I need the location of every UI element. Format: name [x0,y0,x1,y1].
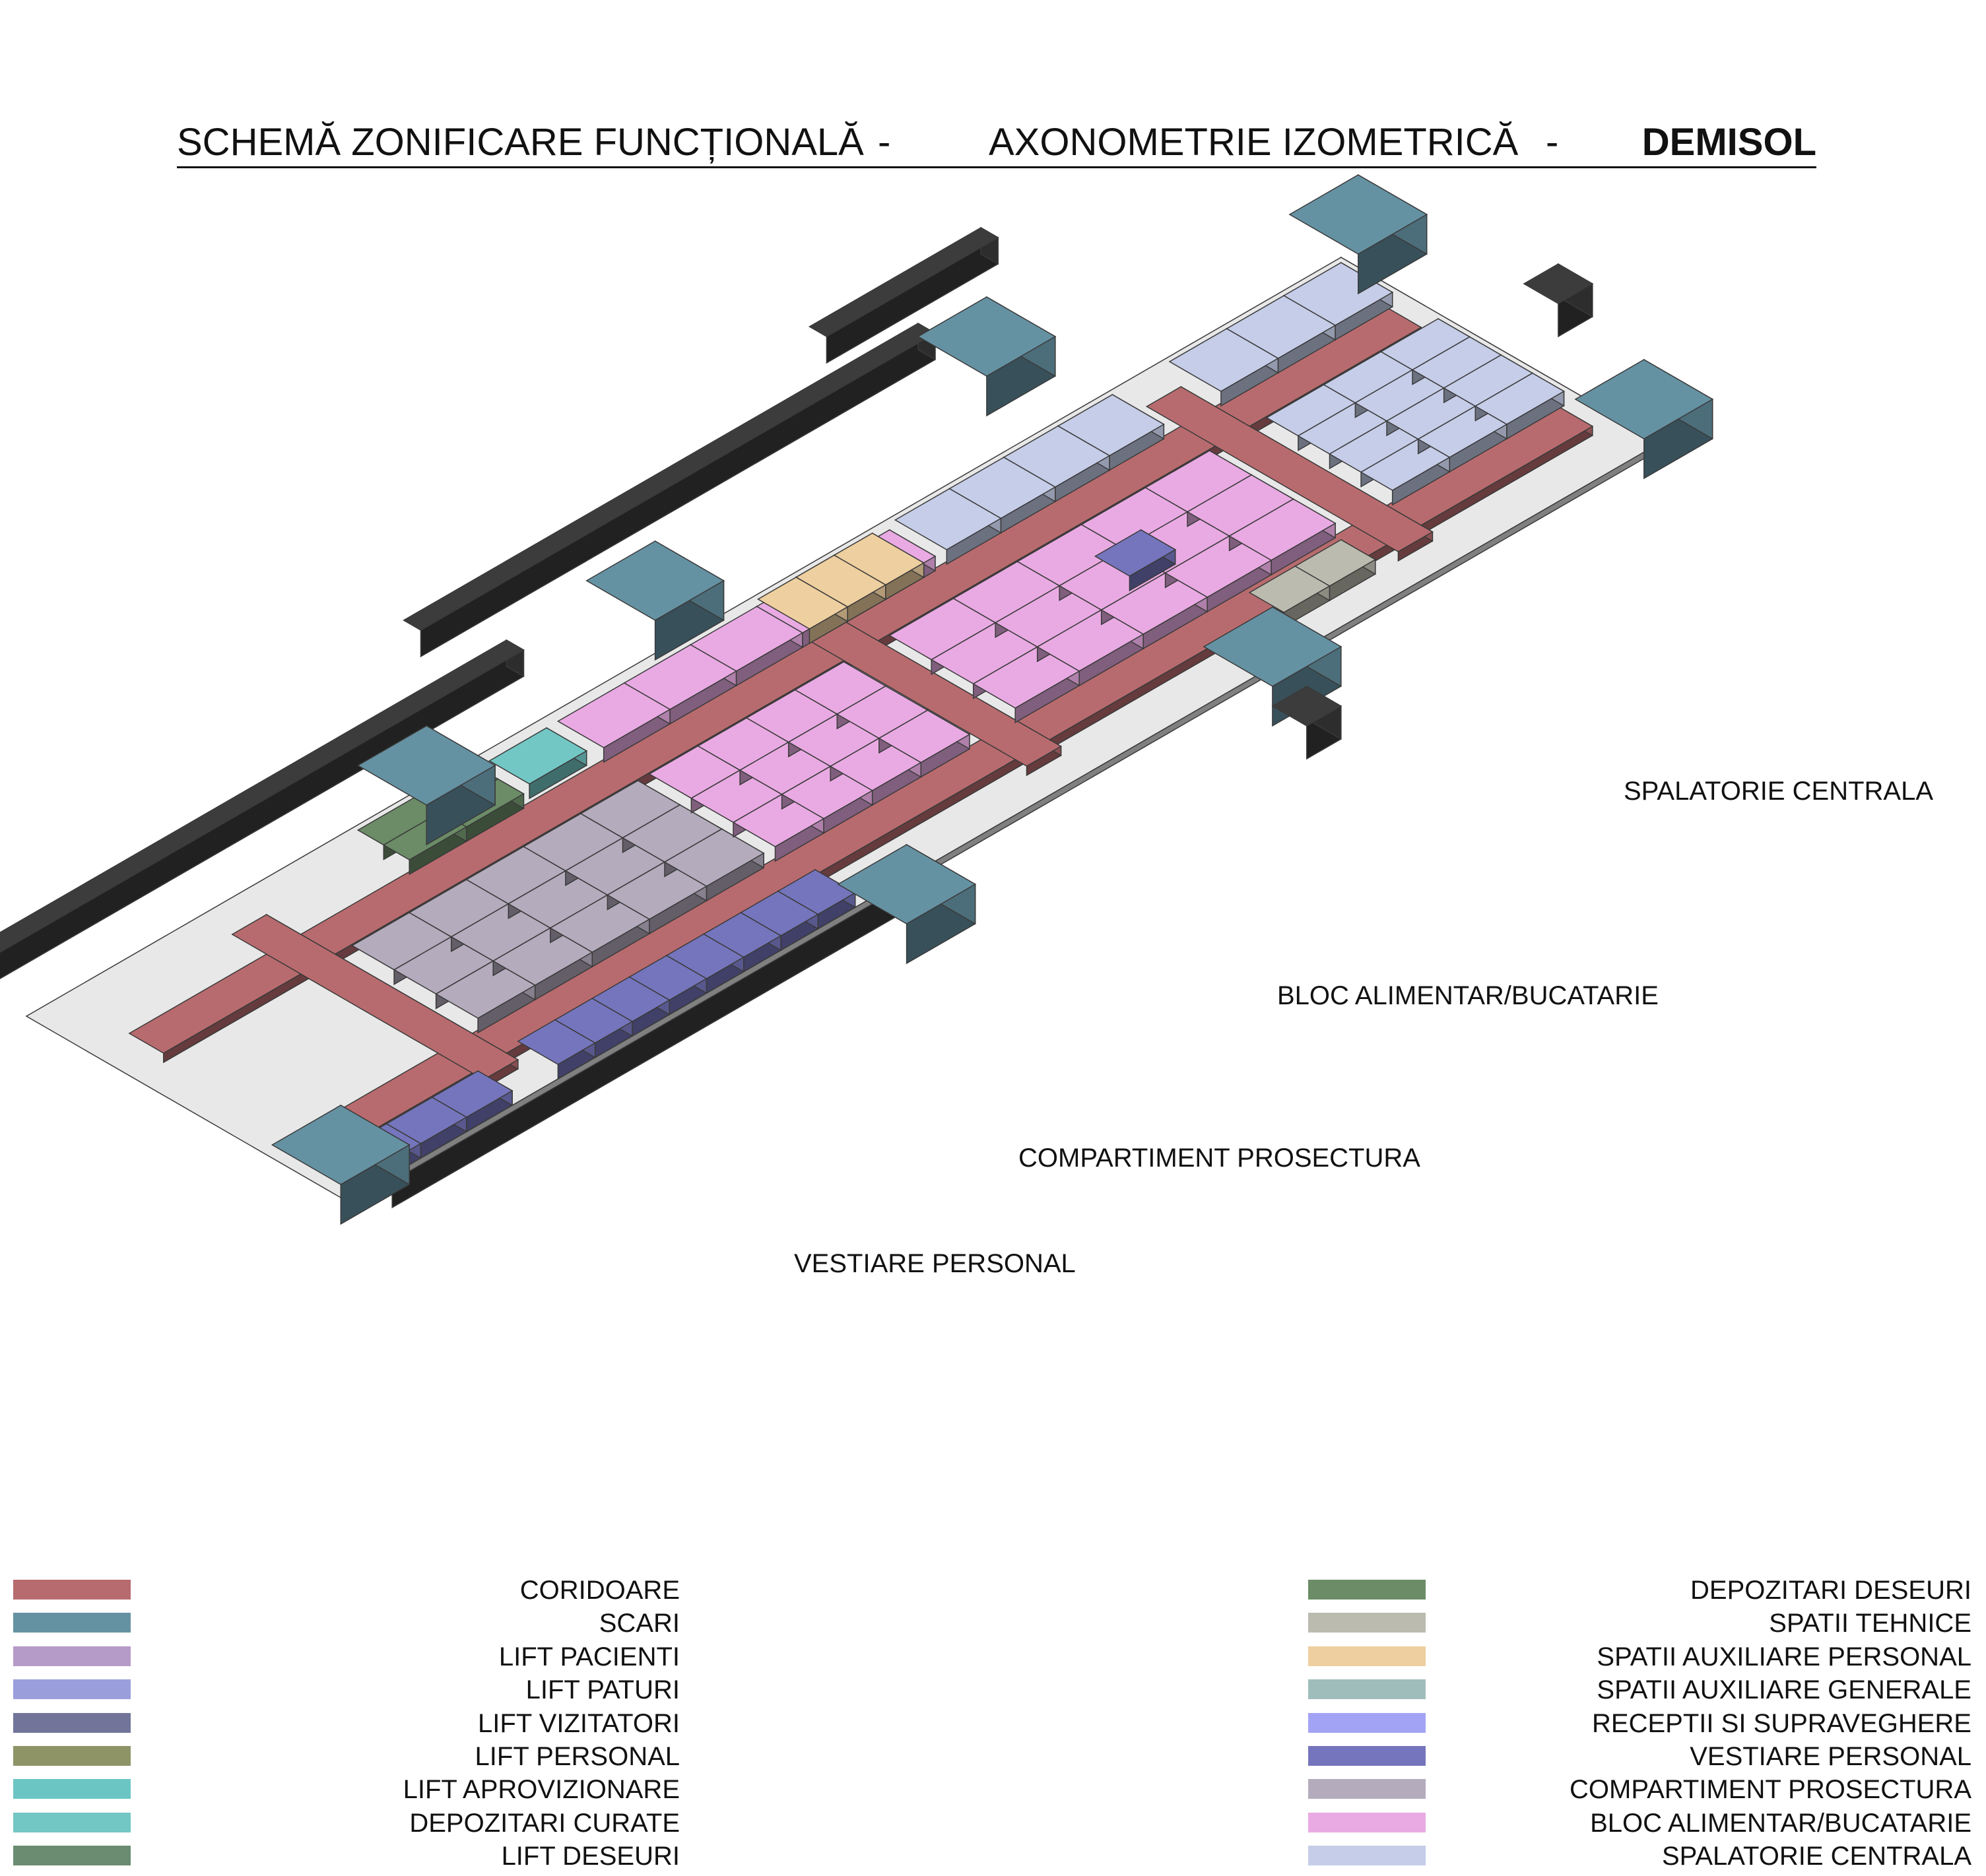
legend-label: SPALATORIE CENTRALA [1661,1842,1971,1871]
zone-label-bloc-alimentar: BLOC ALIMENTAR/BUCATARIE [1277,981,1659,1010]
zone-depozitari-curate [488,727,588,785]
legend-item: LIFT PACIENTI [13,1641,680,1674]
legend-label: LIFT PATURI [525,1675,680,1705]
zone-vestiare-cell [431,1070,513,1118]
stair-core [271,1105,411,1185]
legend-label: LIFT PERSONAL [475,1741,680,1771]
zone-bucatarie-cell [1228,498,1337,561]
legend-item: DEPOZITARI CURATE [13,1807,680,1840]
zone-prosectura-cell [663,828,765,887]
legend-label: SPATII TEHNICE [1769,1609,1971,1638]
legend-label: COMPARTIMENT PROSECTURA [1570,1775,1971,1805]
legend-label: LIFT VIZITATORI [478,1708,680,1738]
legend-label: LIFT DESEURI [501,1842,680,1871]
stair-core [1574,359,1714,439]
legend-label: RECEPTII SI SUPRAVEGHERE [1592,1708,1971,1738]
zone-vestiare-small [1094,529,1177,577]
legend-item: SPATII TEHNICE [1308,1607,1971,1640]
legend-item: BLOC ALIMENTAR/BUCATARIE [1308,1807,1971,1840]
isolated-shaft [1271,686,1342,727]
legend-item: LIFT PATURI [13,1674,680,1707]
legend-swatch [1308,1679,1426,1700]
legend-item: COMPARTIMENT PROSECTURA [1308,1774,1971,1807]
legend-swatch [13,1679,131,1700]
legend-swatch [1308,1745,1426,1766]
legend-swatch [1308,1646,1426,1666]
zone-spalatorie-cell [1474,372,1565,425]
legend-label: LIFT PACIENTI [498,1642,680,1671]
isolated-shaft [1523,263,1594,304]
legend-item: SPATII AUXILIARE GENERALE [1308,1674,1971,1707]
legend-swatch [13,1779,131,1799]
legend-item: VESTIARE PERSONAL [1308,1741,1971,1774]
legend-label: LIFT APROVIZIONARE [403,1775,680,1805]
legend-swatch [13,1613,131,1633]
zone-label-spalatorie: SPALATORIE CENTRALA [1624,777,1933,806]
zone-auxiliare-cell [833,533,925,586]
legend-swatch [1308,1846,1426,1866]
corridor-cross [1145,386,1434,552]
zone-spalatorie-cell [1057,394,1165,457]
exterior-wall [808,227,999,337]
isometric-floor-plan: SPALATORIE CENTRALA BLOC ALIMENTAR/BUCAT… [0,174,1933,1278]
legend-label: SCARI [599,1609,680,1638]
legend-item: LIFT APROVIZIONARE [13,1774,680,1807]
title-part-axonometrie: AXONOMETRIE IZOMETRICĂ [989,121,1519,164]
diagram-title: SCHEMĂ ZONIFICARE FUNCȚIONALĂ - AXONOMET… [177,117,1816,168]
legend-item: CORIDOARE [13,1574,680,1607]
legend-right-column: DEPOZITARI DESEURI SPATII TEHNICE SPATII… [1308,1574,1971,1874]
legend-item: DEPOZITARI DESEURI [1308,1574,1971,1607]
stair-core [917,296,1057,377]
legend-swatch [1308,1580,1426,1600]
title-separator: - [878,121,891,164]
legend-swatch [1308,1613,1426,1633]
stair-core [585,540,725,621]
zone-bucatarie-cell [878,709,971,763]
legend-label: VESTIARE PERSONAL [1690,1741,1971,1771]
building-scene [0,174,1714,1225]
legend-item: LIFT DESEURI [13,1840,680,1873]
legend-swatch [1308,1712,1426,1733]
zone-label-prosectura: COMPARTIMENT PROSECTURA [1018,1144,1420,1173]
stair-core [356,725,496,806]
title-separator: - [1546,121,1559,164]
title-part-zonificare: SCHEMĂ ZONIFICARE FUNCȚIONALĂ [177,121,864,164]
corridor-cross [231,914,519,1080]
legend-label: DEPOZITARI DESEURI [1690,1576,1971,1605]
legend-swatch [13,1646,131,1666]
exterior-wall [0,639,525,953]
legend-item: SCARI [13,1607,680,1640]
legend-item: RECEPTII SI SUPRAVEGHERE [1308,1708,1971,1741]
legend-swatch [13,1580,131,1600]
legend-label: SPATII AUXILIARE GENERALE [1597,1675,1971,1705]
legend-swatch [1308,1779,1426,1799]
zone-tehnice-cell [1294,539,1377,587]
legend-label: SPATII AUXILIARE PERSONAL [1597,1642,1971,1671]
stair-core [1203,606,1342,687]
legend-label: CORIDOARE [519,1576,680,1605]
legend-swatch [13,1812,131,1832]
legend-item: SPALATORIE CENTRALA [1308,1840,1971,1873]
legend-item: LIFT VIZITATORI [13,1708,680,1741]
title-part-level: DEMISOL [1641,121,1816,164]
legend-label: BLOC ALIMENTAR/BUCATARIE [1590,1808,1971,1838]
legend-label: DEPOZITARI CURATE [409,1808,680,1838]
zone-label-vestiare: VESTIARE PERSONAL [794,1249,1076,1278]
legend-item: LIFT PERSONAL [13,1741,680,1774]
legend-item: SPATII AUXILIARE PERSONAL [1308,1641,1971,1674]
legend-left-column: CORIDOARE SCARI LIFT PACIENTI LIFT PATUR… [13,1574,680,1874]
legend-swatch [1308,1812,1426,1832]
stair-core [1288,174,1428,255]
stair-core [837,844,977,924]
legend-swatch [13,1745,131,1766]
legend-swatch [13,1712,131,1733]
legend-swatch [13,1846,131,1866]
